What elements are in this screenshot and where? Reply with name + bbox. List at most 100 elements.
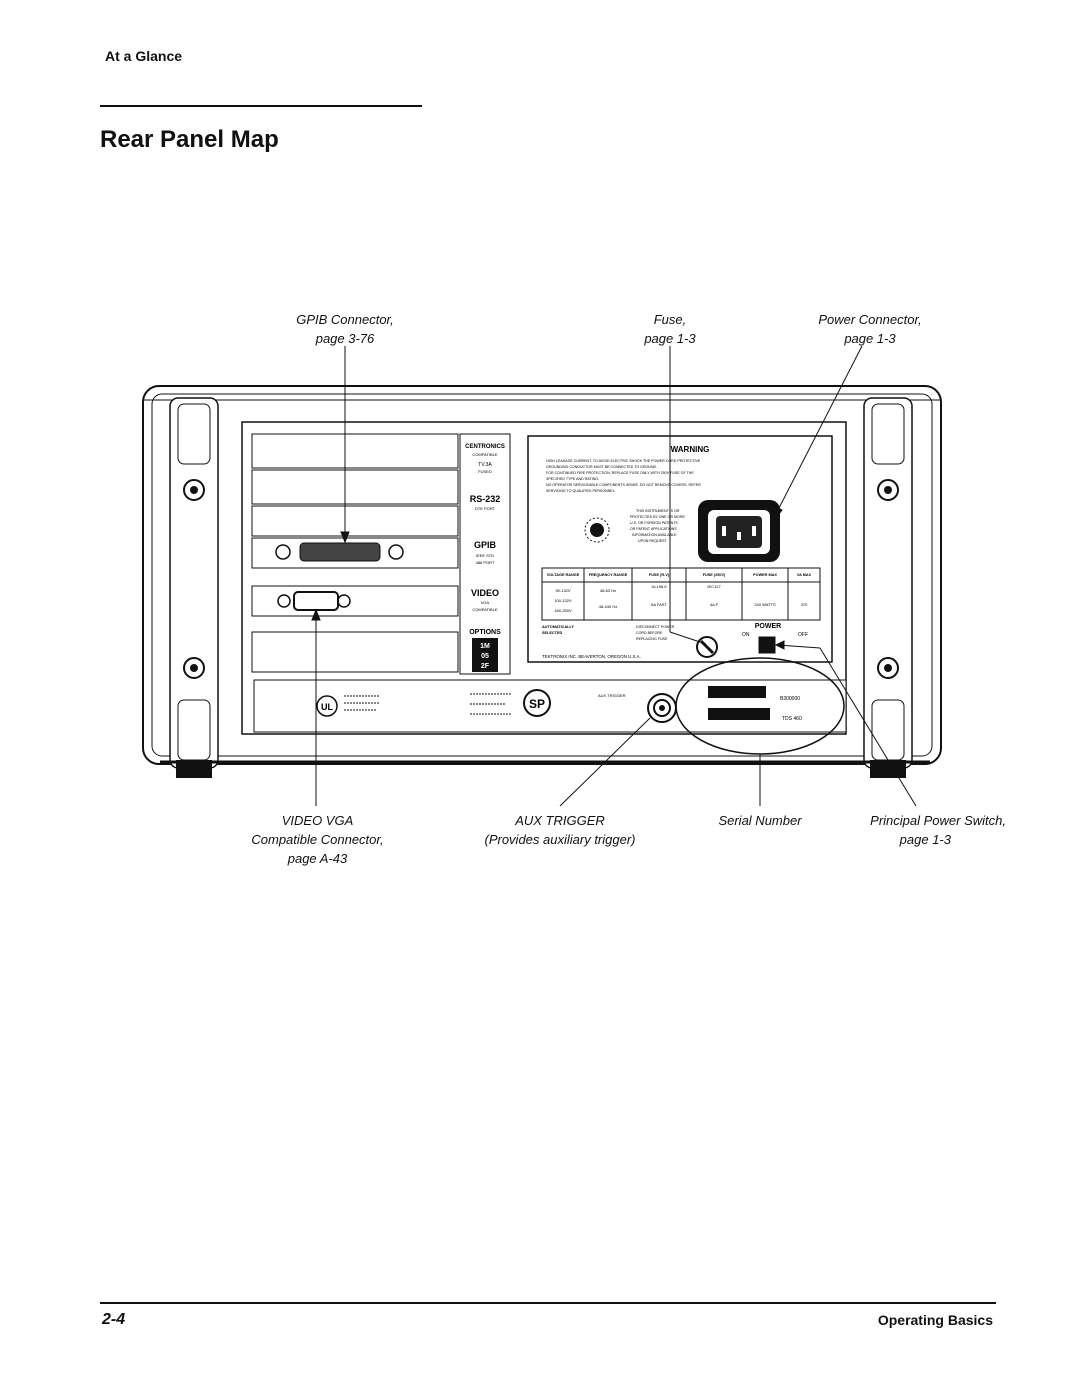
callout-video-title: VIDEO VGA — [281, 813, 354, 828]
port-label-column: CENTRONICS COMPATIBLE TV.3A FUSED RS-232… — [459, 433, 511, 675]
chassis-inner-outline — [151, 393, 933, 757]
callout-power-connector-page: page 1-3 — [844, 331, 896, 346]
patent-seal — [590, 523, 604, 537]
serial-label: B300000 TDS 460 — [708, 686, 802, 722]
header-rule — [100, 105, 422, 107]
card-slot-video — [251, 585, 459, 617]
option-value-1: 1M — [480, 643, 490, 650]
label-video-sub1: VGA — [481, 600, 490, 605]
spec-voltage-3: 180-250V — [554, 608, 572, 613]
spec-header-frequency: FREQUENCY RANGE — [589, 573, 628, 577]
callout-power-connector: Power Connector, page 1-3 — [790, 310, 950, 348]
left-foot — [176, 760, 212, 778]
callout-fuse: Fuse, page 1-3 — [610, 310, 730, 348]
leader-power-connector — [777, 345, 863, 511]
ul-mark: UL — [321, 702, 333, 712]
warning-heading: WARNING — [671, 445, 710, 454]
patent-line-2: PROTECTED BY ONE OR MORE — [630, 515, 685, 519]
gpib-screw-left — [275, 544, 291, 560]
label-centronics: CENTRONICS — [465, 444, 505, 450]
vga-port — [293, 591, 339, 611]
arrow-video — [311, 608, 321, 621]
label-off: OFF — [798, 632, 808, 638]
warning-line-2: GROUNDING CONDUCTOR MUST BE CONNECTED TO… — [546, 465, 657, 469]
spec-header-va: VA MAX — [797, 573, 812, 577]
label-on: ON — [742, 632, 750, 638]
left-handle-screw-top-center — [190, 486, 198, 494]
footer-section-title: Operating Basics — [877, 1312, 993, 1328]
arrow-power-connector — [772, 504, 783, 520]
left-handle-screw-bottom — [183, 657, 205, 679]
patent-line-5: INFORMATION AVAILABLE — [632, 533, 677, 537]
label-video-sub2: COMPATIBLE — [472, 607, 498, 612]
power-plate-box — [527, 435, 833, 663]
page-title: Rear Panel Map — [100, 126, 279, 153]
patent-seal-ring — [584, 517, 610, 543]
leader-fuse-tip — [669, 631, 707, 645]
csa-mark: SP — [529, 697, 545, 711]
callout-power-switch: Principal Power Switch, page 1-3 — [826, 811, 1006, 849]
label-video: VIDEO — [471, 588, 499, 598]
spec-fuse-ul: UL198.6 — [651, 584, 667, 589]
patent-line-1: THIS INSTRUMENT IS OR — [636, 509, 680, 513]
spec-frequency-2: 48-440 Hz — [599, 604, 617, 609]
gpib-port — [299, 542, 381, 562]
callout-gpib-connector: GPIB Connector, page 3-76 — [255, 310, 435, 348]
label-gpib-sub1: IEEE STD — [476, 553, 494, 558]
spec-header-fuse-250: FUSE (250V) — [703, 573, 726, 577]
leader-power-switch-tip — [777, 644, 821, 649]
leader-power-switch — [819, 647, 917, 807]
patent-line-4: OR PATENT APPLICATIONS — [630, 527, 677, 531]
aux-bnc-ring — [653, 699, 671, 717]
left-handle — [169, 397, 219, 769]
label-gpib: GPIB — [474, 540, 497, 550]
power-inlet-pin-ground — [737, 532, 741, 540]
right-handle-grip-top — [871, 403, 905, 465]
warning-line-5: NO OPERATOR SERVICEABLE COMPONENTS INSID… — [546, 483, 701, 487]
footer-rule — [100, 1302, 996, 1304]
power-inlet-pin-left — [722, 526, 726, 536]
right-foot — [870, 760, 906, 778]
arrow-gpib — [340, 531, 350, 544]
disconnect-line-2: CORD BEFORE — [636, 631, 663, 635]
callout-aux-desc: (Provides auxiliary trigger) — [484, 832, 636, 847]
label-rs232-sub: DTE PORT — [475, 506, 496, 511]
callout-serial-title: Serial Number — [718, 813, 802, 828]
label-manufacturer: TEKTRONIX INC. BEAVERTON, OREGON U.S.A. — [542, 654, 641, 659]
card-slot-3 — [251, 505, 459, 537]
callout-aux-trigger: AUX TRIGGER (Provides auxiliary trigger) — [460, 811, 660, 849]
spec-fuse-iec: IEC127 — [707, 584, 721, 589]
patent-line-3: U.S. OR FOREIGN PATENTS — [630, 521, 678, 525]
spec-fuse-fast: 6A FAST — [651, 602, 667, 607]
spec-fuse-amp: 4A F — [710, 602, 719, 607]
spec-header-power: POWER MAX — [753, 573, 777, 577]
spec-frequency-1: 48-63 Hz — [600, 588, 616, 593]
right-handle-screw-top — [877, 479, 899, 501]
warning-line-4: SPECIFIED TYPE AND RATING. — [546, 477, 599, 481]
card-slot-2 — [251, 469, 459, 505]
label-options: OPTIONS — [469, 629, 501, 636]
label-column-box — [459, 433, 511, 675]
vga-screw-left — [277, 594, 291, 608]
card-slot-options — [251, 631, 459, 673]
ul-mark-ring — [316, 695, 338, 717]
gpib-screw-right — [388, 544, 404, 560]
serial-barcode-1 — [708, 686, 766, 698]
serial-barcode-2 — [708, 708, 770, 720]
disconnect-line-3: REPLACING FUSE — [636, 637, 668, 641]
left-handle-screw-bottom-center — [190, 664, 198, 672]
callout-power-switch-title: Principal Power Switch, — [870, 813, 1006, 828]
gpib-connector — [275, 542, 404, 562]
spec-voltage-1: 90-132V — [555, 588, 570, 593]
option-value-2: 05 — [481, 653, 489, 660]
right-handle-screw-bottom — [877, 657, 899, 679]
callout-video-subtitle: Compatible Connector, — [251, 832, 384, 847]
card-slot-gpib — [251, 537, 459, 569]
serial-code: B300000 — [780, 696, 800, 702]
callout-fuse-title: Fuse, — [653, 312, 687, 327]
spec-voltage-2: 100-132V — [554, 598, 572, 603]
callout-power-connector-title: Power Connector, — [818, 312, 922, 327]
running-header: At a Glance — [105, 48, 183, 64]
card-slot-1 — [251, 433, 459, 469]
